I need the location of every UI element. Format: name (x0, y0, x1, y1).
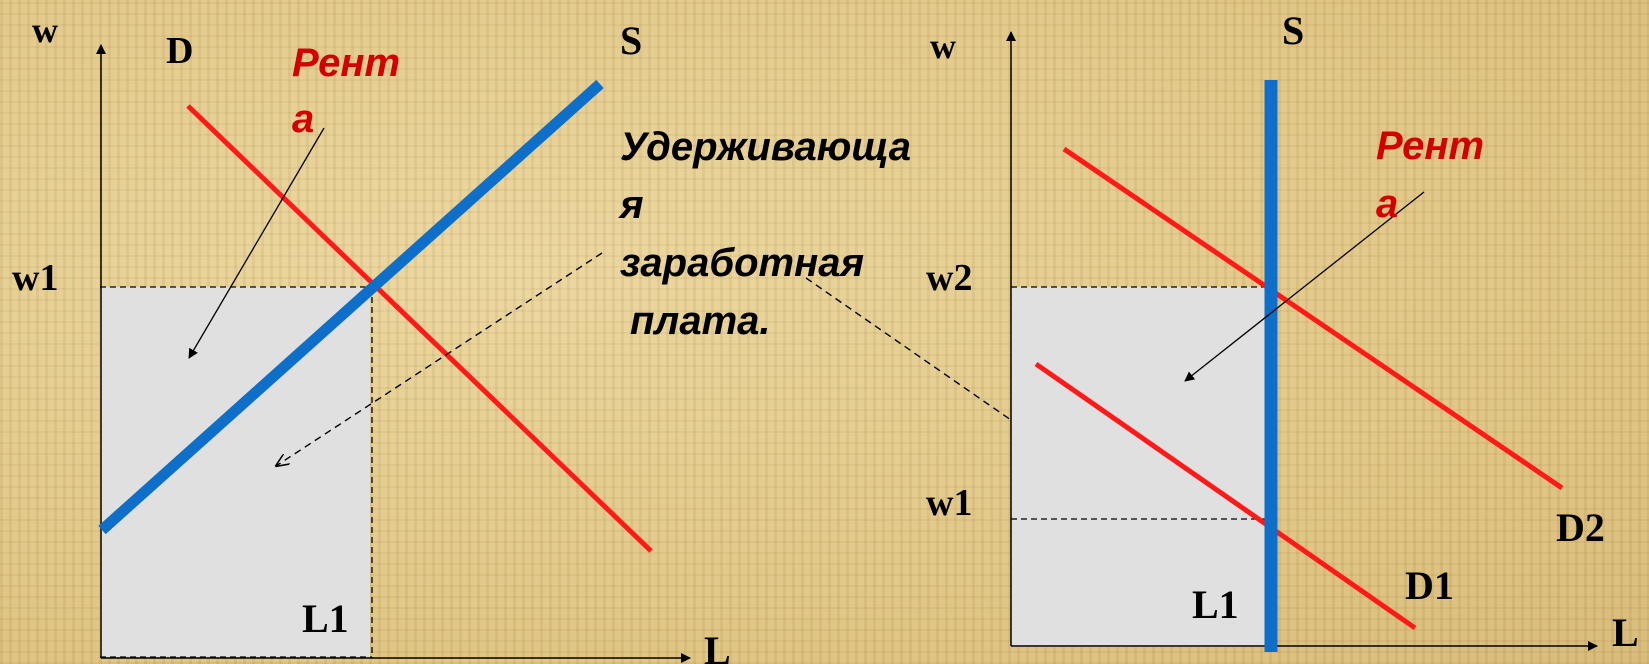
left-rent-arrow (188, 127, 325, 359)
retaining-wage-line2: я (618, 183, 644, 227)
left-demand-line (186, 104, 653, 553)
left-rent-label-line1: Рент (292, 41, 400, 85)
right-demand2-line (1062, 146, 1564, 491)
left-earnings-area (100, 287, 370, 657)
retaining-wage-line3: заработная (620, 241, 864, 285)
left-rent-label-line2: а (292, 97, 314, 141)
right-l1-label: L1 (1192, 582, 1239, 627)
left-y-axis-label: w (32, 10, 58, 50)
right-d1-label: D1 (1405, 563, 1454, 608)
right-w1-label: w1 (926, 482, 972, 524)
retaining-wage-line1: Удерживающа (620, 125, 911, 169)
right-demand1-line (1034, 361, 1417, 631)
right-supply-label: S (1282, 8, 1304, 53)
retaining-wage-line4: плата. (630, 299, 771, 343)
right-x-axis-label: L (1612, 610, 1639, 655)
right-rent-arrow (1184, 191, 1425, 382)
left-demand-label: D (166, 30, 193, 72)
right-d2-label: D2 (1556, 505, 1605, 550)
right-y-axis-label: w (930, 26, 956, 66)
left-supply-label: S (620, 18, 642, 63)
left-x-axis-label: L (704, 628, 731, 664)
right-rent-label-line1: Рент (1376, 124, 1484, 168)
retaining-wage-arrow-left (276, 252, 603, 466)
right-rent-label-line2: а (1376, 182, 1398, 226)
left-w1-label: w1 (12, 257, 58, 299)
left-l1-label: L1 (302, 596, 349, 641)
left-supply-line (98, 79, 604, 535)
right-w2-label: w2 (926, 257, 972, 299)
right-graph: S w w2 w1 L1 D1 D2 L Рент а (926, 8, 1639, 655)
left-graph: w D S w1 L1 L Рент а (12, 10, 731, 664)
